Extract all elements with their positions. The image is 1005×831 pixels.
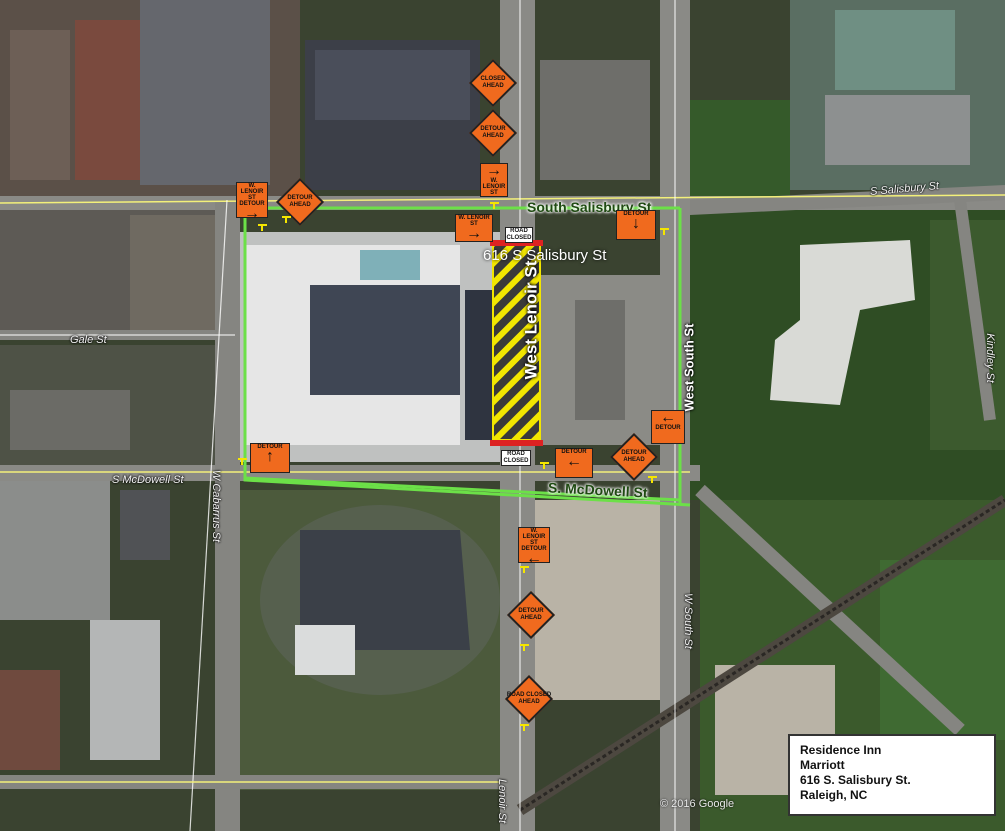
sign-label: DETOUR AHEAD bbox=[621, 450, 647, 463]
road-closed-ahead-sign: ROAD CLOSED AHEAD bbox=[504, 674, 554, 724]
sign-label: DETOUR bbox=[257, 444, 283, 450]
sign-post-icon bbox=[660, 228, 669, 237]
location-address: 616 S. Salisbury St. bbox=[800, 773, 911, 787]
sign-post-icon bbox=[238, 458, 247, 467]
street-label-w-cabarrus: W Cabarrus St bbox=[210, 469, 223, 543]
sign-street-name: W. LENOIR ST bbox=[522, 528, 546, 546]
arrow-right-icon: → bbox=[486, 162, 502, 179]
sign-label: DETOUR bbox=[655, 425, 681, 431]
street-label-west-south: West South St bbox=[681, 323, 697, 412]
sign-post-icon bbox=[282, 216, 291, 225]
street-label-lenoir-bottom: Lenoir St bbox=[496, 778, 509, 824]
street-label-616-salisbury: 616 S Salisbury St bbox=[483, 247, 607, 264]
detour-arrow-sign: DETOUR ← bbox=[555, 448, 593, 478]
detour-arrow-sign: W. LENOIR ST DETOUR → bbox=[236, 182, 268, 222]
road-closed-barricade: ROAD CLOSED bbox=[505, 227, 533, 243]
sign-label: DETOUR bbox=[521, 546, 547, 552]
sign-label: DETOUR AHEAD bbox=[480, 126, 506, 139]
detour-arrow-sign: DETOUR ↓ bbox=[616, 210, 656, 240]
arrow-left-icon: ← bbox=[566, 453, 582, 470]
sign-label: ROAD CLOSED AHEAD bbox=[506, 692, 552, 705]
detour-diamond-sign: DETOUR AHEAD bbox=[275, 177, 325, 227]
sign-label: DETOUR bbox=[623, 211, 649, 217]
sign-post-icon bbox=[520, 644, 529, 653]
street-label-gale: Gale St bbox=[70, 334, 107, 346]
detour-arrow-sign: W. LENOIR ST → bbox=[455, 214, 493, 242]
sign-post-icon bbox=[520, 724, 529, 733]
sign-post-icon bbox=[520, 566, 529, 575]
arrow-down-icon: ↓ bbox=[632, 215, 640, 232]
detour-arrow-sign: W. LENOIR ST DETOUR ← bbox=[518, 527, 550, 567]
arrow-right-icon: → bbox=[244, 205, 260, 222]
sign-street-name: W. LENOIR ST bbox=[458, 215, 490, 227]
arrow-right-icon: → bbox=[466, 225, 482, 242]
sign-street-name: W. LENOIR ST bbox=[482, 178, 506, 196]
sign-street-name: W. LENOIR ST bbox=[240, 183, 264, 201]
sign-label: DETOUR bbox=[239, 201, 265, 207]
road-closed-barricade: ROAD CLOSED bbox=[501, 450, 531, 466]
sign-label: CLOSED AHEAD bbox=[480, 76, 506, 89]
street-label-s-mcdowell-west: S McDowell St bbox=[112, 474, 184, 486]
street-label-kindley: Kindley St bbox=[983, 333, 996, 383]
sign-post-icon bbox=[490, 202, 499, 211]
location-city: Raleigh, NC bbox=[800, 788, 868, 802]
sign-post-icon bbox=[540, 462, 549, 471]
detour-diamond-sign: DETOUR AHEAD bbox=[609, 432, 659, 482]
sign-label: DETOUR AHEAD bbox=[287, 195, 313, 208]
sign-post-icon bbox=[648, 476, 657, 485]
detour-diamond-sign: DETOUR AHEAD bbox=[468, 108, 518, 158]
location-brand: Marriott bbox=[800, 758, 845, 772]
detour-arrow-sign: DETOUR ↑ bbox=[250, 443, 290, 473]
detour-diamond-sign: CLOSED AHEAD bbox=[468, 58, 518, 108]
street-label-w-south: W South St bbox=[681, 593, 694, 649]
sign-post-icon bbox=[258, 224, 267, 233]
street-label-west-lenoir: West Lenoir St bbox=[521, 260, 541, 380]
arrow-left-icon: ← bbox=[660, 409, 676, 426]
location-info-box: Residence Inn Marriott 616 S. Salisbury … bbox=[788, 734, 996, 816]
arrow-left-icon: ← bbox=[526, 550, 542, 567]
map-copyright: © 2016 Google bbox=[660, 798, 735, 810]
arrow-up-icon: ↑ bbox=[266, 448, 274, 465]
detour-arrow-sign: ← DETOUR bbox=[651, 410, 685, 444]
sign-label: DETOUR bbox=[561, 449, 587, 455]
detour-diamond-sign: DETOUR AHEAD bbox=[506, 590, 556, 640]
location-name: Residence Inn bbox=[800, 743, 882, 757]
detour-arrow-sign: → W. LENOIR ST bbox=[480, 163, 508, 197]
sign-label: DETOUR AHEAD bbox=[518, 608, 544, 621]
